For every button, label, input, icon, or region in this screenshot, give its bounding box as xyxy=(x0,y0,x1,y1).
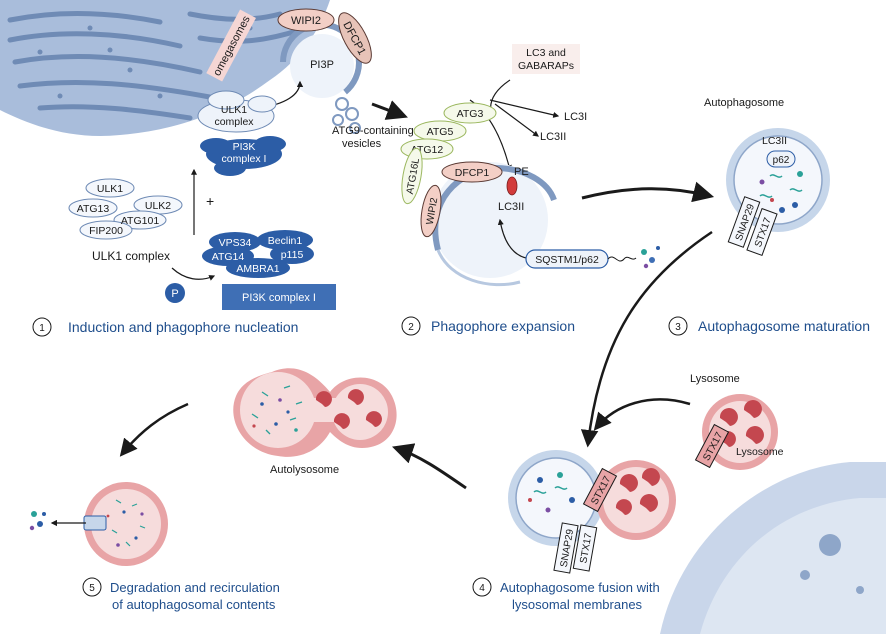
plus-sign: + xyxy=(206,193,214,209)
svg-text:3: 3 xyxy=(675,322,681,333)
svg-text:Autophagosome maturation: Autophagosome maturation xyxy=(698,318,870,334)
fusion-lysosome xyxy=(596,460,676,540)
arrow-to-lc3ii xyxy=(494,103,539,137)
svg-text:PI3K complex I: PI3K complex I xyxy=(242,292,316,304)
svg-text:AMBRA1: AMBRA1 xyxy=(236,263,279,275)
arrow-lysosome-to-fusion xyxy=(593,398,691,431)
arrow-step4-to-autolysosome xyxy=(392,443,467,490)
sqstm1-box: SQSTM1/p62 xyxy=(525,249,609,269)
svg-text:WIPI2: WIPI2 xyxy=(425,196,441,225)
svg-text:P: P xyxy=(171,288,178,300)
svg-text:of autophagosomal contents: of autophagosomal contents xyxy=(112,597,276,612)
lc3-gabaraps-box: LC3 and GABARAPs xyxy=(512,44,580,74)
autolysosome xyxy=(233,368,397,457)
lc3ii-arrow-label: LC3II xyxy=(540,131,566,143)
step-3: 3 Autophagosome maturation xyxy=(668,316,870,336)
svg-text:GABARAPs: GABARAPs xyxy=(518,60,574,72)
wipi2-mid: WIPI2 xyxy=(420,184,442,238)
svg-text:Autophagosome fusion with: Autophagosome fusion with xyxy=(500,580,660,595)
ulk1-complex-cluster: ULK1 ATG13 ULK2 ATG101 FIP200 xyxy=(68,178,183,240)
svg-text:p62: p62 xyxy=(773,155,790,166)
endoplasmic-reticulum xyxy=(0,0,330,136)
svg-text:ATG13: ATG13 xyxy=(77,203,110,215)
arrow-ulk1-to-pi3k xyxy=(171,267,216,281)
ulk1-complex-label: ULK1 complex xyxy=(92,249,170,263)
svg-text:STX17: STX17 xyxy=(578,532,594,564)
pe-label: PE xyxy=(514,166,529,178)
lysosome-title: Lysosome xyxy=(690,373,740,385)
cargo-linker xyxy=(607,256,637,262)
svg-text:ULK1: ULK1 xyxy=(221,104,247,116)
phosphate-badge: P xyxy=(165,283,185,303)
svg-text:ATG3: ATG3 xyxy=(457,108,484,120)
p62-badge: p62 xyxy=(766,150,796,168)
lc3i-label: LC3I xyxy=(564,111,587,123)
arrow-step1-to-step2 xyxy=(371,100,408,120)
pi3k-complex-box: PI3K complex I xyxy=(222,284,336,310)
svg-text:FIP200: FIP200 xyxy=(89,225,123,237)
lc3ii-mid-label: LC3II xyxy=(498,201,524,213)
pi3p-label: PI3P xyxy=(310,59,334,71)
svg-text:complex I: complex I xyxy=(222,153,267,165)
svg-text:Phagophore expansion: Phagophore expansion xyxy=(431,318,575,334)
step-1: 1 Induction and phagophore nucleation xyxy=(32,317,298,337)
lc3ii-auto-label: LC3II xyxy=(762,135,787,147)
dfcp1-mid: DFCP1 xyxy=(441,161,503,183)
cargo-particles xyxy=(641,246,660,269)
svg-text:4: 4 xyxy=(479,583,485,594)
svg-text:ULK1: ULK1 xyxy=(97,183,123,195)
svg-text:ATG14: ATG14 xyxy=(212,251,245,263)
svg-text:1: 1 xyxy=(39,323,45,334)
lysosome-inner-label: Lysosome xyxy=(736,446,784,458)
step-5: 5 Degradation and recirculation of autop… xyxy=(82,577,280,612)
ulk1-complex-upper: ULK1 complex xyxy=(197,90,277,133)
svg-text:ATG5: ATG5 xyxy=(427,126,454,138)
svg-text:ULK2: ULK2 xyxy=(145,200,171,212)
wipi2-top: WIPI2 xyxy=(277,8,335,32)
svg-text:5: 5 xyxy=(89,583,95,594)
released-particles xyxy=(29,511,46,531)
pi3k-complex-cluster: VPS34 Beclin1 ATG14 p115 AMBRA1 xyxy=(202,230,314,278)
svg-text:WIPI2: WIPI2 xyxy=(291,15,321,27)
svg-text:VPS34: VPS34 xyxy=(219,237,252,249)
svg-text:p115: p115 xyxy=(281,249,304,261)
lc3ii-anchor xyxy=(506,176,518,196)
svg-text:SQSTM1/p62: SQSTM1/p62 xyxy=(535,254,599,266)
step-2: 2 Phagophore expansion xyxy=(401,316,575,336)
svg-text:Beclin1: Beclin1 xyxy=(268,235,303,247)
svg-text:lysosomal membranes: lysosomal membranes xyxy=(512,597,643,612)
svg-text:LC3 and: LC3 and xyxy=(526,47,566,59)
svg-text:complex: complex xyxy=(214,116,254,128)
pi3k-complex-upper: PI3K complex I xyxy=(200,136,286,176)
lysosome xyxy=(702,394,778,470)
step-4: 4 Autophagosome fusion with lysosomal me… xyxy=(472,577,660,612)
arrow-step2-to-step3 xyxy=(581,181,715,203)
svg-text:2: 2 xyxy=(408,322,414,333)
fusion-autophagosome xyxy=(508,450,604,546)
atg9-label-2: vesicles xyxy=(342,138,382,150)
stx17-lyso: STX17 xyxy=(694,423,730,469)
snap29-fuse: SNAP29 xyxy=(553,522,579,574)
omegasome-structure xyxy=(280,21,362,134)
svg-text:PI3K: PI3K xyxy=(233,141,256,153)
nucleus xyxy=(660,462,886,634)
atg-conjugation-complex: ATG3 ATG5 ATG12 ATG16L xyxy=(400,102,497,205)
atg9-label-1: ATG9-containing xyxy=(332,125,414,137)
autolysosome-title: Autolysosome xyxy=(270,464,339,476)
svg-text:DFCP1: DFCP1 xyxy=(455,167,490,179)
arrow-autolysosome-to-step5 xyxy=(119,402,189,457)
degradation-vesicle xyxy=(83,482,168,566)
arrow-step3-to-step4 xyxy=(580,230,713,448)
svg-text:ATG101: ATG101 xyxy=(121,215,159,227)
autophagosome-title: Autophagosome xyxy=(704,97,784,109)
arrow-to-lc3i xyxy=(489,99,560,118)
svg-text:Degradation and recirculation: Degradation and recirculation xyxy=(110,580,280,595)
svg-text:Induction and phagophore nucle: Induction and phagophore nucleation xyxy=(68,319,298,335)
stx17-fuse-a: STX17 xyxy=(572,524,598,572)
